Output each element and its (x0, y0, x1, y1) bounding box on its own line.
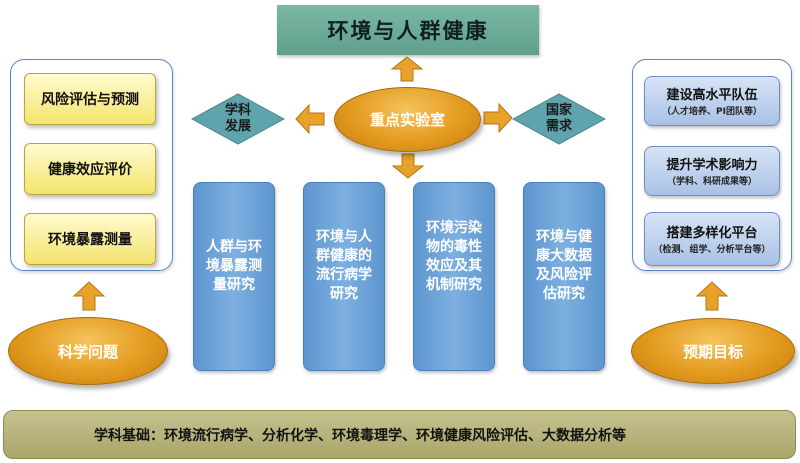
goal-influence-detail: （学科、科研成果等） (666, 177, 757, 187)
goal-box-influence: 提升学术影响力 （学科、科研成果等） (644, 146, 780, 196)
question-box-risk-assessment: 风险评估与预测 (24, 73, 156, 125)
goal-team-title: 建设高水平队伍 (666, 88, 758, 103)
key-laboratory-ellipse: 重点实验室 (334, 87, 481, 152)
goal-box-platform: 搭建多样化平台 （检测、组学、分析平台等） (644, 212, 780, 266)
question-box-exposure-measurement: 环境暴露测量 (24, 213, 156, 265)
goal-influence-title: 提升学术影响力 (666, 158, 758, 173)
research-column-toxicity: 环境污染物的毒性效应及其机制研究 (413, 182, 495, 371)
arrow-up-left-panel (72, 281, 106, 311)
discipline-foundation-bar: 学科基础：环境流行病学、分析化学、环境毒理学、环境健康风险评估、大数据分析等 (3, 410, 796, 459)
question-box-health-effect: 健康效应评价 (24, 143, 156, 195)
arrow-left-to-diamond (295, 103, 325, 135)
discipline-development-diamond: 学科 发展 (191, 93, 285, 145)
national-demand-diamond: 国家 需求 (512, 93, 606, 145)
goal-platform-title: 搭建多样化平台 (666, 226, 758, 241)
diagram-title: 环境与人群健康 (277, 5, 539, 55)
diamond-left-line1: 学科 (224, 103, 251, 118)
diamond-left-line2: 发展 (224, 119, 251, 134)
goal-team-detail: （人才培养、PI团队等） (662, 107, 762, 117)
research-column-big-data: 环境与健康大数据及风险评估研究 (523, 182, 605, 371)
arrow-up-to-title (390, 56, 424, 82)
diamond-right-line2: 需求 (545, 119, 572, 134)
arrow-down-to-columns (391, 153, 425, 179)
scientific-questions-ellipse: 科学问题 (8, 317, 168, 385)
goal-box-team: 建设高水平队伍 （人才培养、PI团队等） (644, 76, 780, 126)
expected-goals-ellipse: 预期目标 (631, 318, 795, 384)
diamond-right-line1: 国家 (545, 103, 572, 118)
arrow-right-to-diamond (483, 102, 513, 134)
arrow-up-right-panel (695, 281, 729, 311)
research-column-exposure: 人群与环境暴露测量研究 (193, 182, 275, 371)
research-column-epidemiology: 环境与人群健康的流行病学研究 (303, 182, 385, 371)
goal-platform-detail: （检测、组学、分析平台等） (653, 245, 771, 255)
